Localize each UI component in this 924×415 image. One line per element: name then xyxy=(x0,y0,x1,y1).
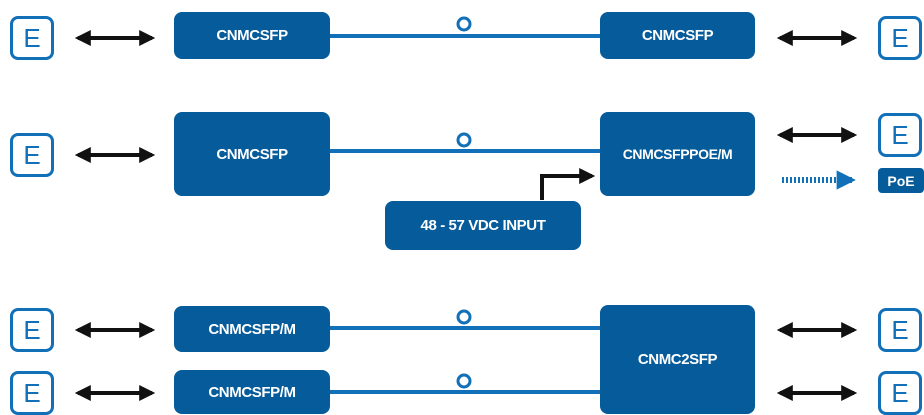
row2-right-device: CNMCSFPPOE/M xyxy=(600,112,755,196)
ethernet-port-icon: E xyxy=(10,371,54,415)
fiber-connector-row1 xyxy=(456,16,472,32)
ethernet-port-icon: E xyxy=(10,16,54,60)
fiber-connector-row2 xyxy=(456,132,472,148)
power-input-box: 48 - 57 VDC INPUT xyxy=(385,201,581,250)
row3-top-left-device: CNMCSFP/M xyxy=(174,306,330,352)
poe-badge: PoE xyxy=(878,168,924,193)
row2-left-device: CNMCSFP xyxy=(174,112,330,196)
row1-left-device: CNMCSFP xyxy=(174,12,330,59)
row1-right-device: CNMCSFP xyxy=(600,12,755,59)
ethernet-port-icon: E xyxy=(10,133,54,177)
row3-right-device: CNMC2SFP xyxy=(600,305,755,414)
ethernet-port-icon: E xyxy=(878,371,922,415)
ethernet-port-icon: E xyxy=(878,16,922,60)
ethernet-port-icon: E xyxy=(878,308,922,352)
row3-bottom-left-device: CNMCSFP/M xyxy=(174,370,330,414)
fiber-connector-row3-top xyxy=(456,309,472,325)
power-feed-arrow xyxy=(540,168,596,200)
ethernet-port-icon: E xyxy=(878,113,922,157)
ethernet-port-icon: E xyxy=(10,308,54,352)
fiber-connector-row3-bottom xyxy=(456,373,472,389)
